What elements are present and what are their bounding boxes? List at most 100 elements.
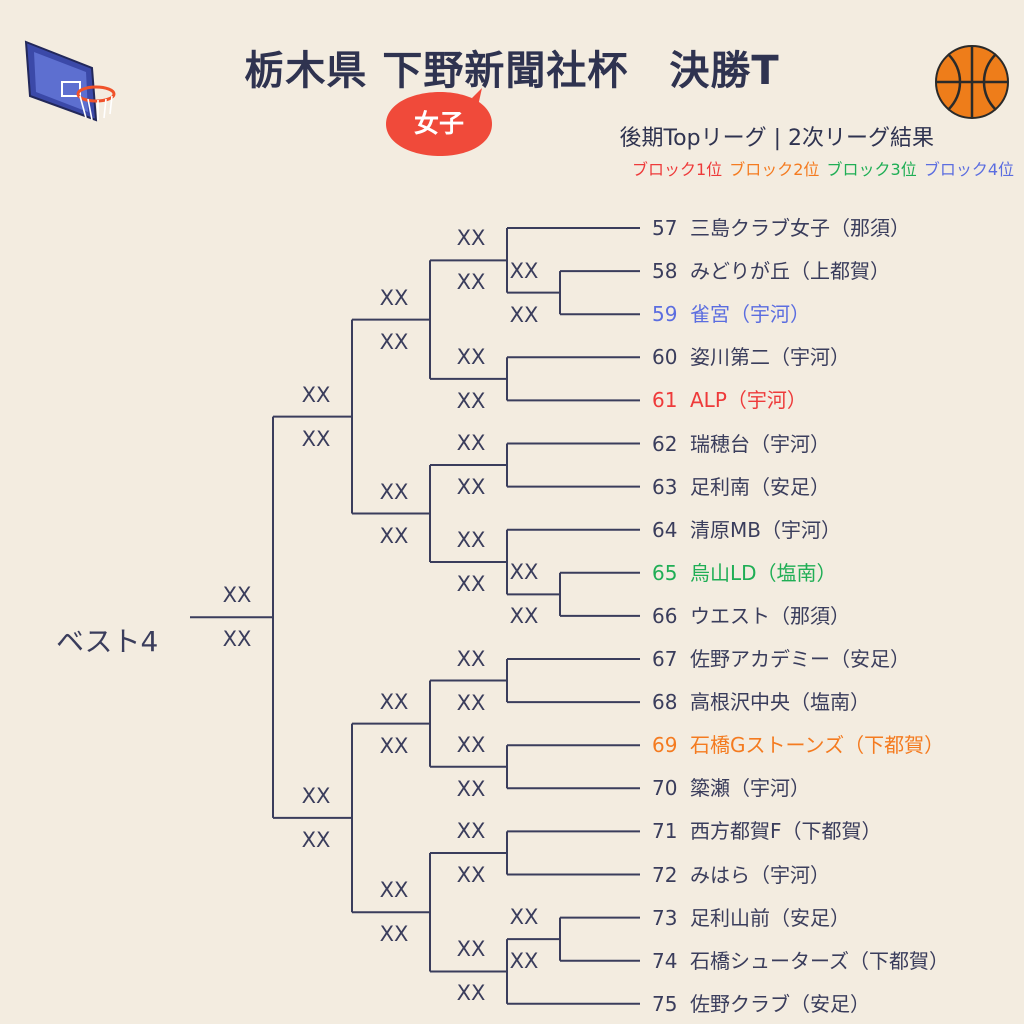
score-placeholder: XX xyxy=(222,627,252,652)
score-placeholder: XX xyxy=(379,523,409,548)
basketball-icon xyxy=(934,44,1010,120)
team-number: 69 xyxy=(652,733,678,758)
score-placeholder: XX xyxy=(509,949,539,974)
team-name: 三島クラブ女子（那須） xyxy=(690,216,910,240)
score-placeholder: XX xyxy=(509,604,539,629)
legend-item-block-4: ブロック4位 xyxy=(923,160,1014,179)
score-placeholder: XX xyxy=(301,827,331,852)
legend: ブロック1位 ブロック2位 ブロック3位 ブロック4位 xyxy=(630,156,1014,180)
score-placeholder: XX xyxy=(456,818,486,843)
page-title: 栃木県 下野新聞社杯 決勝T xyxy=(244,48,780,94)
team-name: 姿川第二（宇河） xyxy=(690,345,850,370)
category-badge: 女子 xyxy=(380,88,498,160)
team-number: 71 xyxy=(652,819,678,844)
team-number: 58 xyxy=(652,259,678,284)
legend-item-block-2: ブロック2位 xyxy=(729,160,820,179)
team-number: 72 xyxy=(652,862,678,887)
team-number: 61 xyxy=(652,388,678,413)
score-placeholder: XX xyxy=(456,344,486,369)
category-badge-label: 女子 xyxy=(413,109,464,138)
team-entry: 69 石橋Gストーンズ（下都賀） xyxy=(652,732,944,758)
score-placeholder: XX xyxy=(379,733,409,758)
team-entry: 66 ウエスト（那須） xyxy=(652,603,850,629)
team-name: 簗瀬（宇河） xyxy=(690,776,810,801)
team-number: 66 xyxy=(652,603,678,628)
score-placeholder: XX xyxy=(301,382,331,407)
team-name: 石橋Gストーンズ（下都賀） xyxy=(690,733,945,758)
team-entry: 67 佐野アカデミー（安足） xyxy=(652,646,910,672)
team-entry: 71 西方都賀F（下都賀） xyxy=(652,818,882,844)
score-placeholder: XX xyxy=(379,479,409,504)
team-name: 石橋シューターズ（下都賀） xyxy=(690,948,949,973)
team-name: ウエスト（那須） xyxy=(690,603,850,628)
team-number: 60 xyxy=(652,345,678,370)
team-name: 佐野アカデミー（安足） xyxy=(690,647,910,671)
score-placeholder: XX xyxy=(509,905,539,930)
team-entry: 59 雀宮（宇河） xyxy=(652,301,810,327)
legend-item-block-3: ブロック3位 xyxy=(826,160,917,179)
subtitle: 後期Topリーグ | 2次リーグ結果 xyxy=(619,126,934,151)
score-placeholder: XX xyxy=(379,922,409,947)
team-entry: 65 烏山LD（塩南） xyxy=(652,560,837,586)
score-placeholder: XX xyxy=(509,258,539,283)
best4-label: ベスト4 xyxy=(56,625,159,658)
team-entry: 60 姿川第二（宇河） xyxy=(652,344,850,370)
team-number: 67 xyxy=(652,647,678,671)
team-number: 64 xyxy=(652,517,678,542)
team-number: 70 xyxy=(652,776,678,801)
team-name: 足利山前（安足） xyxy=(690,905,850,930)
score-placeholder: XX xyxy=(456,528,486,553)
team-name: みはら（宇河） xyxy=(690,862,830,887)
team-entry: 57 三島クラブ女子（那須） xyxy=(652,215,910,241)
team-name: 佐野クラブ（安足） xyxy=(690,991,870,1016)
score-placeholder: XX xyxy=(456,388,486,413)
team-entry: 72 みはら（宇河） xyxy=(652,862,830,888)
score-placeholder: XX xyxy=(456,981,486,1006)
team-entry: 68 高根沢中央（塩南） xyxy=(652,689,870,715)
team-name: 清原MB（宇河） xyxy=(690,517,841,542)
score-placeholder: XX xyxy=(456,776,486,801)
team-number: 65 xyxy=(652,560,678,585)
score-placeholder: XX xyxy=(456,937,486,962)
score-placeholder: XX xyxy=(456,270,486,295)
team-number: 57 xyxy=(652,216,678,240)
score-placeholder: XX xyxy=(456,431,486,456)
score-placeholder: XX xyxy=(379,285,409,310)
team-name: 烏山LD（塩南） xyxy=(690,560,837,585)
score-placeholder: XX xyxy=(379,329,409,354)
team-number: 62 xyxy=(652,431,678,456)
team-number: 68 xyxy=(652,690,678,715)
score-placeholder: XX xyxy=(379,689,409,714)
team-name: 西方都賀F（下都賀） xyxy=(690,819,882,844)
score-placeholder: XX xyxy=(509,302,539,327)
score-placeholder: XX xyxy=(301,783,331,808)
team-name: 瑞穂台（宇河） xyxy=(690,431,830,456)
team-entry: 62 瑞穂台（宇河） xyxy=(652,431,830,457)
score-placeholder: XX xyxy=(456,690,486,715)
team-entry: 75 佐野クラブ（安足） xyxy=(652,991,870,1017)
score-placeholder: XX xyxy=(379,878,409,903)
team-name: 足利南（安足） xyxy=(690,474,830,499)
team-number: 63 xyxy=(652,474,678,499)
legend-item-block-1: ブロック1位 xyxy=(631,160,723,179)
score-placeholder: XX xyxy=(301,426,331,451)
team-entry: 64 清原MB（宇河） xyxy=(652,517,841,543)
score-placeholder: XX xyxy=(456,572,486,597)
team-number: 74 xyxy=(652,948,678,973)
team-number: 75 xyxy=(652,991,678,1016)
score-placeholder: XX xyxy=(456,646,486,671)
score-placeholder: XX xyxy=(456,226,486,251)
team-number: 59 xyxy=(652,302,678,327)
score-placeholder: XX xyxy=(222,583,252,608)
team-name: 雀宮（宇河） xyxy=(690,302,810,327)
score-placeholder: XX xyxy=(456,475,486,500)
score-placeholder: XX xyxy=(456,862,486,887)
team-name: 高根沢中央（塩南） xyxy=(690,690,870,715)
team-entry: 74 石橋シューターズ（下都賀） xyxy=(652,948,949,974)
score-placeholder: XX xyxy=(509,560,539,585)
team-entry: 70 簗瀬（宇河） xyxy=(652,775,810,801)
